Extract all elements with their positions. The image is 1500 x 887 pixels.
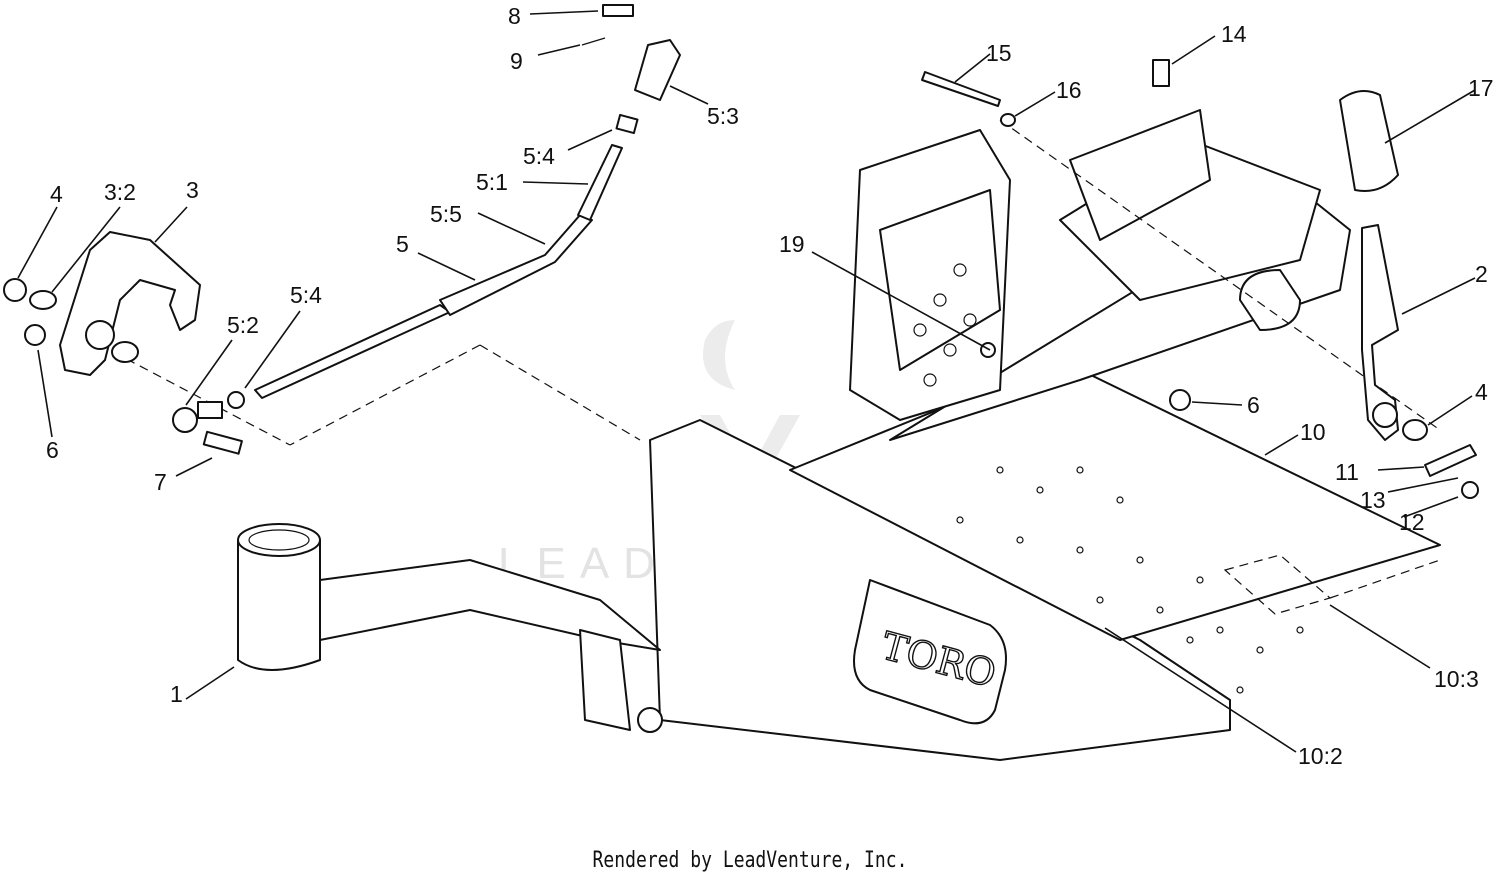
label-3-2: 3:2 — [104, 179, 136, 205]
label-4-right: 4 — [1475, 379, 1488, 405]
label-5-3: 5:3 — [707, 103, 739, 129]
label-7: 7 — [154, 469, 167, 495]
part-labels: 8 9 5:3 5:4 5:1 5:5 5 5:4 5:2 4 3:2 3 6 … — [46, 3, 1494, 769]
label-10: 10 — [1300, 419, 1326, 445]
label-4-left: 4 — [50, 181, 63, 207]
label-6-left: 6 — [46, 437, 59, 463]
deck-frame — [649, 109, 1441, 761]
lever-handle — [921, 59, 1479, 499]
label-15: 15 — [986, 40, 1012, 66]
toro-logo-plate: TORO — [853, 579, 1007, 725]
deck-holes — [913, 263, 1304, 694]
footer-credit: Rendered by LeadVenture, Inc. — [592, 848, 908, 873]
label-14: 14 — [1221, 21, 1247, 47]
label-2: 2 — [1475, 261, 1488, 287]
label-5-2: 5:2 — [227, 312, 259, 338]
label-10-2: 10:2 — [1298, 743, 1343, 769]
label-3: 3 — [186, 177, 199, 203]
label-16: 16 — [1056, 77, 1082, 103]
label-8: 8 — [508, 3, 521, 29]
label-5-1: 5:1 — [476, 169, 508, 195]
label-13: 13 — [1360, 487, 1386, 513]
label-6-right: 6 — [1247, 392, 1260, 418]
pivot-arm — [237, 523, 663, 733]
label-5-5: 5:5 — [430, 201, 462, 227]
label-12: 12 — [1399, 509, 1425, 535]
label-5-4-bottom: 5:4 — [290, 282, 322, 308]
control-rod — [254, 4, 681, 399]
bracket-assembly — [3, 231, 245, 455]
label-9: 9 — [510, 48, 523, 74]
label-17: 17 — [1468, 75, 1494, 101]
label-1: 1 — [170, 681, 183, 707]
label-5-4-top: 5:4 — [523, 143, 555, 169]
label-11: 11 — [1335, 459, 1359, 485]
leader-lines — [17, 10, 1476, 753]
label-19: 19 — [779, 231, 805, 257]
label-5: 5 — [396, 231, 409, 257]
label-10-3: 10:3 — [1434, 666, 1479, 692]
